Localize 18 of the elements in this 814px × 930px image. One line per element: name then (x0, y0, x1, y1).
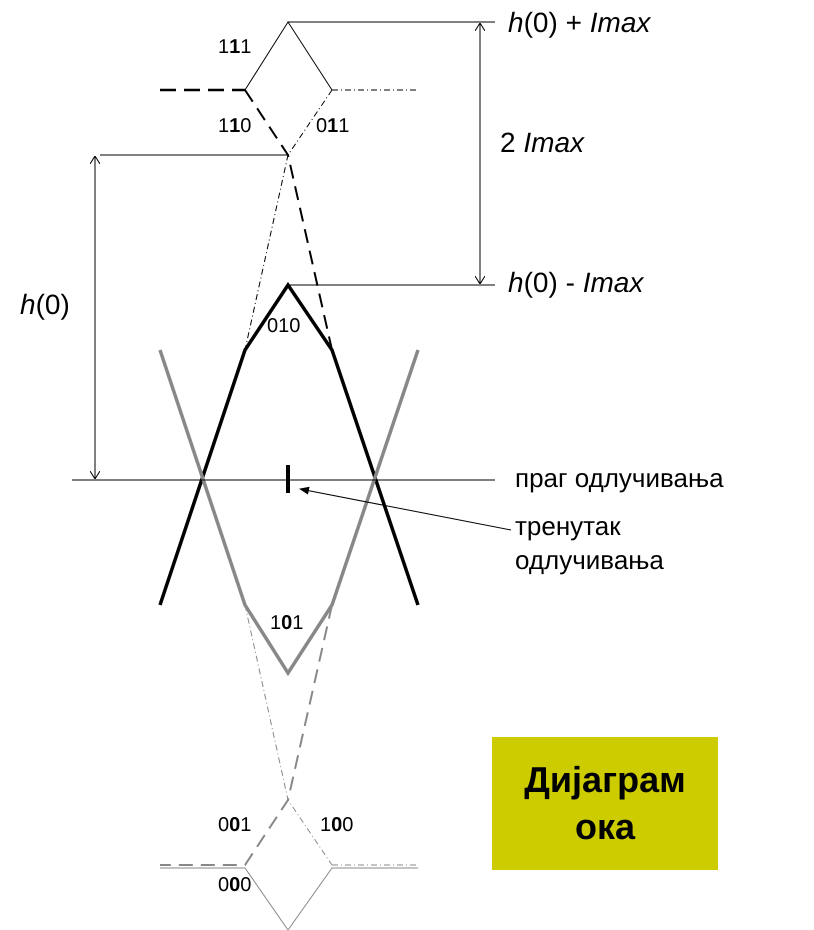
bit-pattern-label: 111 (218, 36, 252, 58)
dimension-label: 2 Imax (500, 128, 584, 159)
bit-pattern-label: 100 (320, 814, 354, 836)
bit-pattern-label: 001 (218, 814, 252, 836)
title-box (492, 737, 718, 870)
title-text: Дијаграм ока (523, 758, 687, 848)
dimension-label: h(0) (20, 290, 70, 321)
bit-pattern-label: 011 (316, 115, 350, 137)
bit-pattern-label: 010 (267, 315, 300, 337)
decision-instant-mark (286, 465, 290, 493)
bit-pattern-label: 101 (270, 612, 304, 634)
bit-pattern-label: 110 (218, 115, 252, 137)
leader-line (299, 486, 512, 530)
annotation-text: тренутак одлучивања (515, 510, 665, 577)
bit-pattern-label: 000 (218, 874, 252, 896)
threshold-label: праг одлучивања (515, 464, 724, 493)
level-label: h(0) + Imax (508, 8, 650, 39)
level-label: h(0) - Imax (508, 268, 644, 299)
